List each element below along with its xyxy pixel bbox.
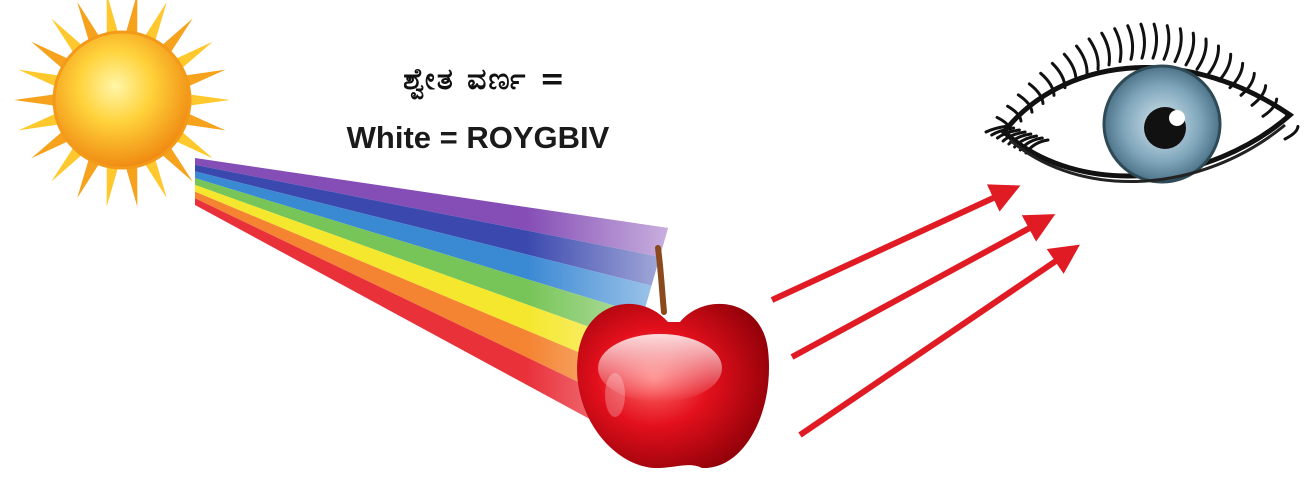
reflected-ray-arrow (770, 184, 1021, 303)
reflected-ray-arrow (790, 214, 1056, 360)
reflected-red-rays (770, 184, 1080, 438)
label-white-roygbiv: White = ROYGBIV (346, 120, 610, 155)
eye-icon (984, 22, 1300, 184)
apple-icon (577, 245, 770, 469)
spectrum-beam (195, 158, 668, 430)
reflected-ray-arrow (798, 244, 1080, 438)
label-kannada: ಶ್ವೇತ ವರ್ಣ = (403, 62, 567, 97)
sun-icon (14, 0, 230, 207)
